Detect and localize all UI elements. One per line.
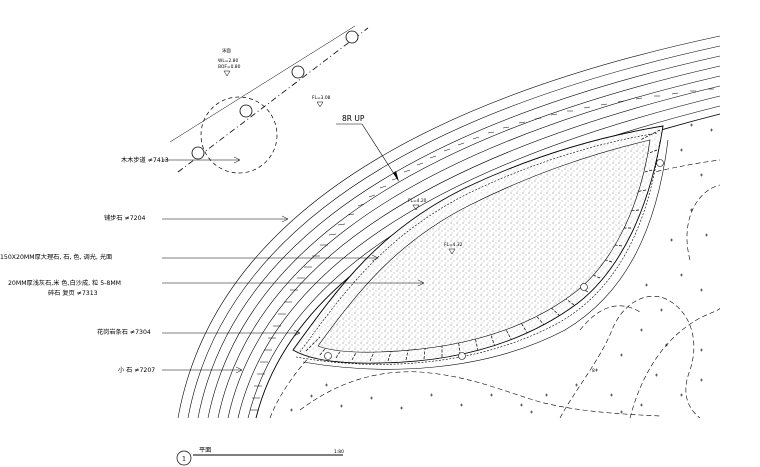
svg-text:铺步石 ≠7204: 铺步石 ≠7204 <box>104 214 146 222</box>
stepping-stone <box>239 104 253 118</box>
callout-path-ref: 木木步道 ≠7413 <box>121 156 241 164</box>
fl-mid-note: FL=4.20 <box>408 198 427 211</box>
callout-lawn: 小 石 ≠7207 <box>118 366 243 374</box>
stepping-circle-group <box>169 25 369 174</box>
drawing-title: 平面 <box>199 447 211 454</box>
svg-text:碎石 复页 ≠7313: 碎石 复页 ≠7313 <box>48 289 98 297</box>
drawing-title-block: 1 平面 1:80 <box>176 447 344 466</box>
edge-marker <box>324 352 332 360</box>
svg-text:花岗岩条石 ≠7304: 花岗岩条石 ≠7304 <box>97 328 151 336</box>
svg-text:150X20MM厚大理石, 石, 色, 调光, 光面: 150X20MM厚大理石, 石, 色, 调光, 光面 <box>0 253 112 261</box>
svg-text:20MM厚浅灰石,米 色,白沙成, 粒 5-8MM: 20MM厚浅灰石,米 色,白沙成, 粒 5-8MM <box>8 279 121 287</box>
callout-cobble-spec: 150X20MM厚大理石, 石, 色, 调光, 光面 <box>0 253 379 262</box>
callout-pavers: 铺步石 ≠7204 <box>104 214 289 223</box>
edge-marker <box>580 283 588 291</box>
stepping-stone <box>345 30 359 44</box>
note-title: 泳面 <box>222 47 231 54</box>
drawing-scale: 1:80 <box>334 449 344 455</box>
wl-note: WL=2.80 <box>218 58 238 64</box>
edge-marker <box>458 352 466 360</box>
paved-eye-area <box>292 125 669 370</box>
water-level-note: 泳面 WL=2.80 BOF=0.80 <box>218 47 241 77</box>
step-up-note: 8R UP <box>336 114 399 182</box>
stepping-stone <box>291 65 305 79</box>
svg-text:小 石 ≠7207: 小 石 ≠7207 <box>118 366 155 374</box>
step-band-ticks <box>250 88 714 411</box>
drawing-number: 1 <box>182 456 186 463</box>
bof-note: BOF=0.80 <box>218 64 241 70</box>
svg-text:FL=3.08: FL=3.08 <box>312 95 331 101</box>
dashed-detail-circle <box>200 96 278 174</box>
callout-sand-spec: 20MM厚浅灰石,米 色,白沙成, 粒 5-8MM 碎石 复页 ≠7313 <box>8 279 425 297</box>
fl-upper-note: FL=3.08 <box>312 95 331 108</box>
svg-text:FL=4.20: FL=4.20 <box>408 198 427 204</box>
edge-marker <box>656 159 664 167</box>
svg-text:8R UP: 8R UP <box>342 114 365 123</box>
drawing-number-circle <box>176 450 192 466</box>
stepping-stone <box>191 146 205 160</box>
circle-guideline <box>177 27 369 173</box>
svg-text:木木步道 ≠7413: 木木步道 ≠7413 <box>121 156 169 164</box>
callout-edge-stone: 花岗岩条石 ≠7304 <box>97 328 301 337</box>
bed-mark: 8 <box>592 368 595 374</box>
svg-text:FL=4.32: FL=4.32 <box>444 242 463 248</box>
fl-inner-note: FL=4.32 <box>444 242 463 255</box>
